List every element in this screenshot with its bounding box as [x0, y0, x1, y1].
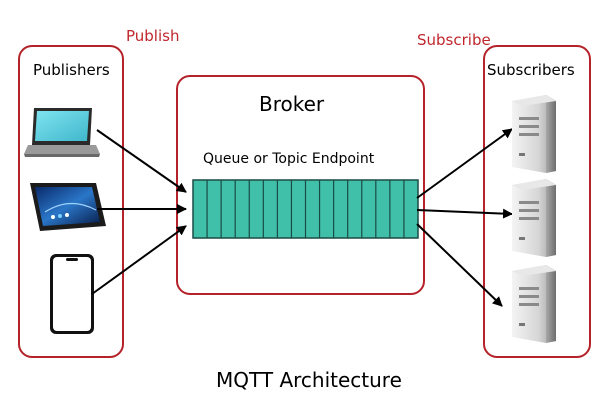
subscribe-arrow-2 — [416, 208, 513, 219]
tablet-icon — [30, 183, 106, 231]
publish-arrow-phone — [91, 225, 187, 295]
server-icon — [512, 95, 556, 173]
laptop-icon — [24, 108, 100, 157]
message-queue — [192, 179, 419, 239]
broker-title: Broker — [259, 92, 325, 116]
publishers-box — [18, 45, 124, 358]
publishers-title: Publishers — [33, 61, 110, 79]
server-icon — [512, 265, 556, 343]
subscribe-arrow-1 — [416, 128, 513, 199]
subscribers-box — [483, 45, 591, 358]
server-icon — [512, 179, 556, 257]
subscribe-arrow-3 — [416, 223, 503, 307]
publish-arrow-laptop — [96, 129, 187, 193]
queue-label: Queue or Topic Endpoint — [203, 151, 375, 167]
subscribers-title: Subscribers — [487, 61, 575, 79]
smartphone-icon — [50, 254, 94, 334]
subscribe-label: Subscribe — [417, 31, 491, 49]
publish-label: Publish — [126, 27, 180, 45]
diagram-caption: MQTT Architecture — [216, 368, 402, 392]
